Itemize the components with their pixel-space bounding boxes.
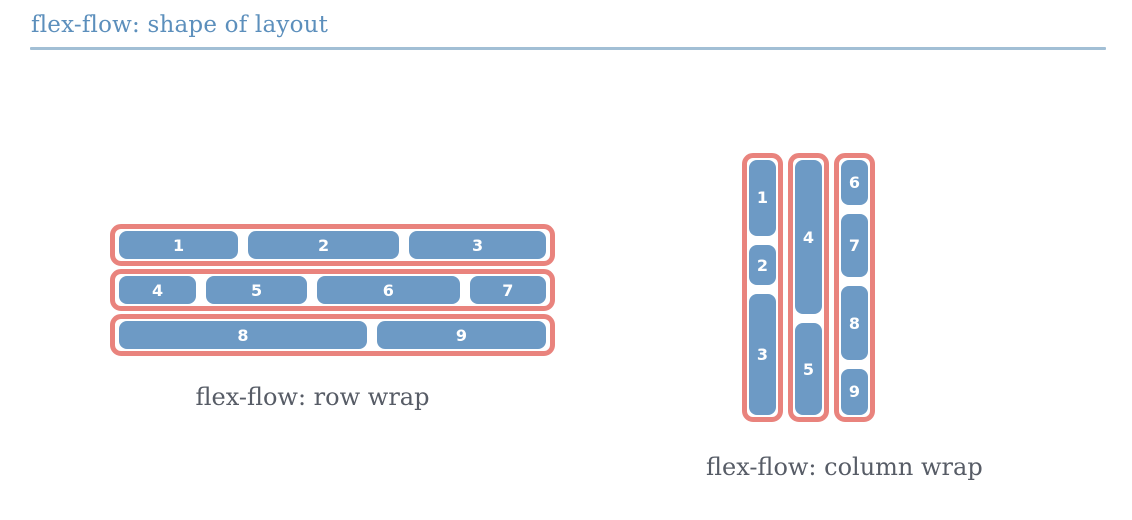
flex-item-col-9: 9 [841,368,868,415]
page-title: flex-flow: shape of layout [31,12,329,38]
flex-item-col-5: 5 [795,323,822,415]
flex-item-3: 3 [409,231,546,259]
flex-item-col-1: 1 [749,160,776,236]
flex-item-8: 8 [119,321,367,349]
flex-item-col-2: 2 [749,244,776,286]
flex-item-4: 4 [119,276,197,304]
flex-row-container-2: 4 5 6 7 [110,269,555,311]
flex-row-container-3: 8 9 [110,314,555,356]
flex-column-container-1: 1 2 3 [742,153,783,422]
flex-item-col-8: 8 [841,286,868,360]
flex-item-col-7: 7 [841,213,868,278]
flex-item-5: 5 [206,276,307,304]
flex-item-6: 6 [316,276,460,304]
flex-item-col-4: 4 [795,160,822,315]
flex-item-2: 2 [248,231,400,259]
flex-item-col-3: 3 [749,294,776,415]
column-wrap-caption: flex-flow: column wrap [706,453,983,481]
flex-column-container-2: 4 5 [788,153,829,422]
column-wrap-figure: 1 2 3 4 5 6 7 8 9 [742,153,875,422]
flex-row-container-1: 1 2 3 [110,224,555,266]
title-underline [30,47,1106,50]
flex-item-9: 9 [376,321,546,349]
flex-item-1: 1 [119,231,239,259]
row-wrap-caption: flex-flow: row wrap [195,383,430,411]
flex-item-col-6: 6 [841,160,868,205]
flex-column-container-3: 6 7 8 9 [834,153,875,422]
flex-item-7: 7 [469,276,546,304]
row-wrap-figure: 1 2 3 4 5 6 7 8 9 [110,224,555,356]
